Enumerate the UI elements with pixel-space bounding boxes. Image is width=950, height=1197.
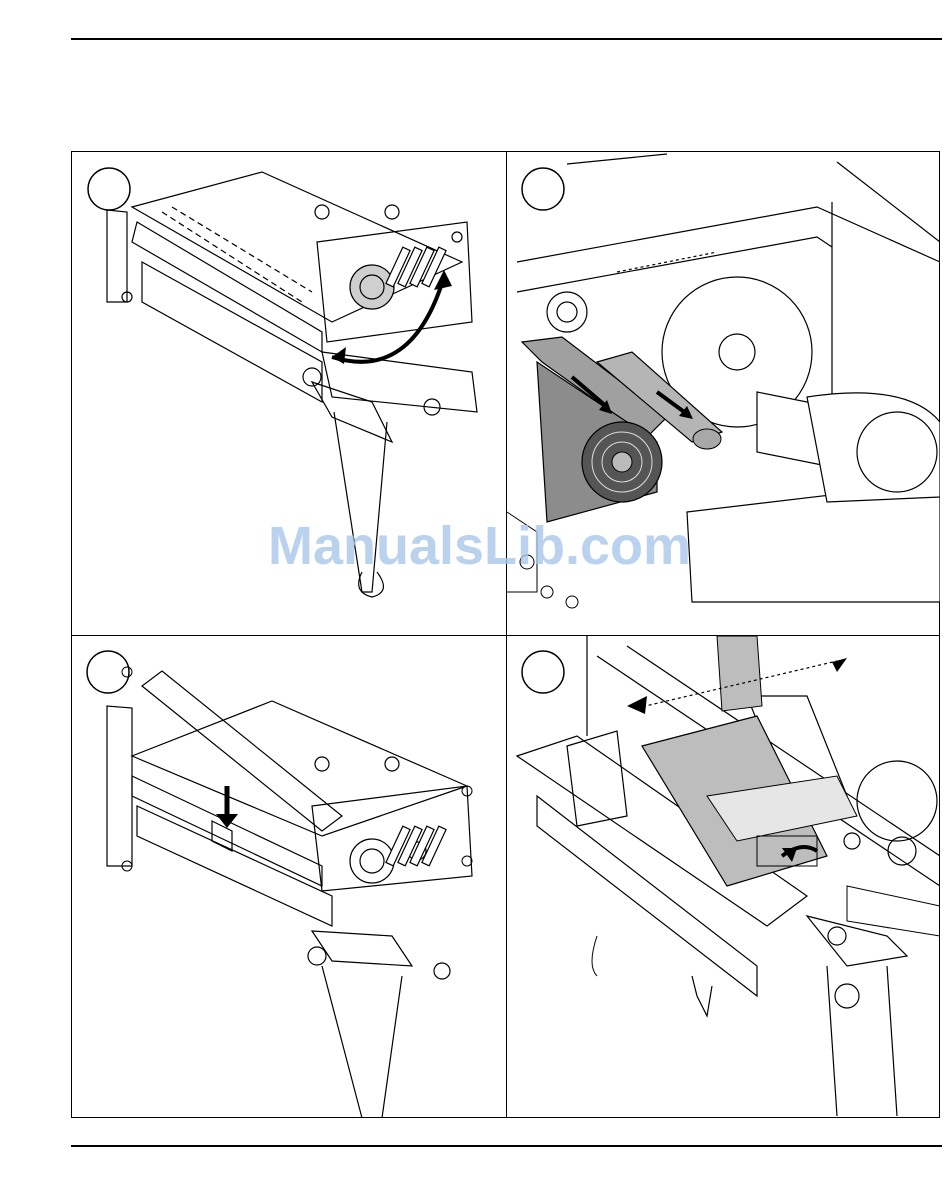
- footer-rule: [71, 1145, 942, 1147]
- illustration-grid: [71, 151, 940, 1118]
- step-circle-4: [522, 651, 564, 693]
- panel-step-4: [507, 636, 940, 1118]
- panel-step-3: [72, 636, 506, 1118]
- manualslib-watermark: ManualsLib.com: [268, 515, 691, 577]
- step-circle-3: [87, 651, 129, 693]
- header-rule: [71, 38, 942, 40]
- step-circle-1: [88, 168, 130, 210]
- ribbon-thread-illustration: [507, 636, 940, 1118]
- print-head-close-illustration: [72, 636, 506, 1118]
- step-circle-2: [522, 168, 564, 210]
